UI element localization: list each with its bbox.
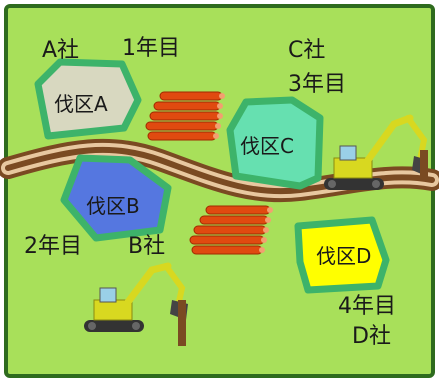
log-pile-icon xyxy=(145,91,225,141)
company-d-label: D社 xyxy=(352,324,391,349)
excavator-icon xyxy=(84,262,188,346)
zone-a-area xyxy=(34,58,142,140)
year-3-label: 3年目 xyxy=(288,72,346,97)
zone-c-label: 伐区C xyxy=(240,134,294,158)
zone-a-label: 伐区A xyxy=(54,92,108,116)
company-b-label: B社 xyxy=(128,234,166,259)
zone-d-area xyxy=(294,216,390,294)
company-a-label: A社 xyxy=(42,38,80,63)
zone-d-label: 伐区D xyxy=(316,244,372,268)
zone-b-area xyxy=(60,154,172,242)
zone-c-area xyxy=(226,96,324,190)
year-2-label: 2年目 xyxy=(24,234,82,259)
log-pile-icon xyxy=(189,205,273,255)
excavator-icon xyxy=(324,114,428,190)
year-1-label: 1年目 xyxy=(122,36,180,61)
company-c-label: C社 xyxy=(288,38,326,63)
year-4-label: 4年目 xyxy=(338,294,396,319)
zone-b-label: 伐区B xyxy=(86,194,140,218)
